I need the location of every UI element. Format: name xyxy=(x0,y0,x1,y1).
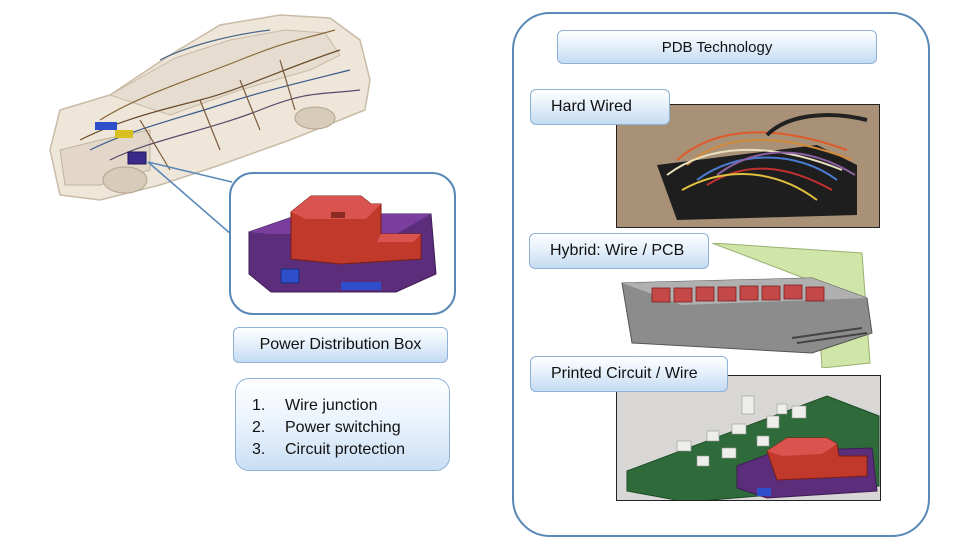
panel-title: PDB Technology xyxy=(557,30,877,64)
pdb-box-render xyxy=(248,195,437,293)
pdb-zoom-frame xyxy=(229,172,456,315)
hard-wired-tag-text: Hard Wired xyxy=(551,98,632,115)
pdb-label-text: Power Distribution Box xyxy=(259,336,422,353)
hybrid-tag-text: Hybrid: Wire / PCB xyxy=(550,242,685,259)
car-wiring-illustration xyxy=(40,0,375,213)
list-item-number: 2. xyxy=(252,419,266,436)
hybrid-tag: Hybrid: Wire / PCB xyxy=(529,233,709,269)
pdb-label: Power Distribution Box xyxy=(233,327,448,363)
hybrid-photo xyxy=(612,243,877,368)
callout-connector xyxy=(140,150,250,240)
list-item: 3. Circuit protection xyxy=(252,439,449,461)
printed-circuit-photo xyxy=(616,375,881,501)
printed-circuit-tag: Printed Circuit / Wire xyxy=(530,356,728,392)
pdb-functions-list: 1. Wire junction 2. Power switching 3. C… xyxy=(235,378,450,471)
list-item-text: Wire junction xyxy=(285,397,378,414)
list-item: 1. Wire junction xyxy=(252,395,449,417)
list-item-number: 1. xyxy=(252,397,266,414)
list-item-number: 3. xyxy=(252,441,266,458)
printed-circuit-tag-text: Printed Circuit / Wire xyxy=(551,365,698,382)
list-item-text: Circuit protection xyxy=(285,441,406,458)
list-item-text: Power switching xyxy=(285,419,401,436)
list-item: 2. Power switching xyxy=(252,417,449,439)
hard-wired-photo xyxy=(616,104,880,228)
hard-wired-tag: Hard Wired xyxy=(530,89,670,125)
panel-title-text: PDB Technology xyxy=(661,38,773,56)
